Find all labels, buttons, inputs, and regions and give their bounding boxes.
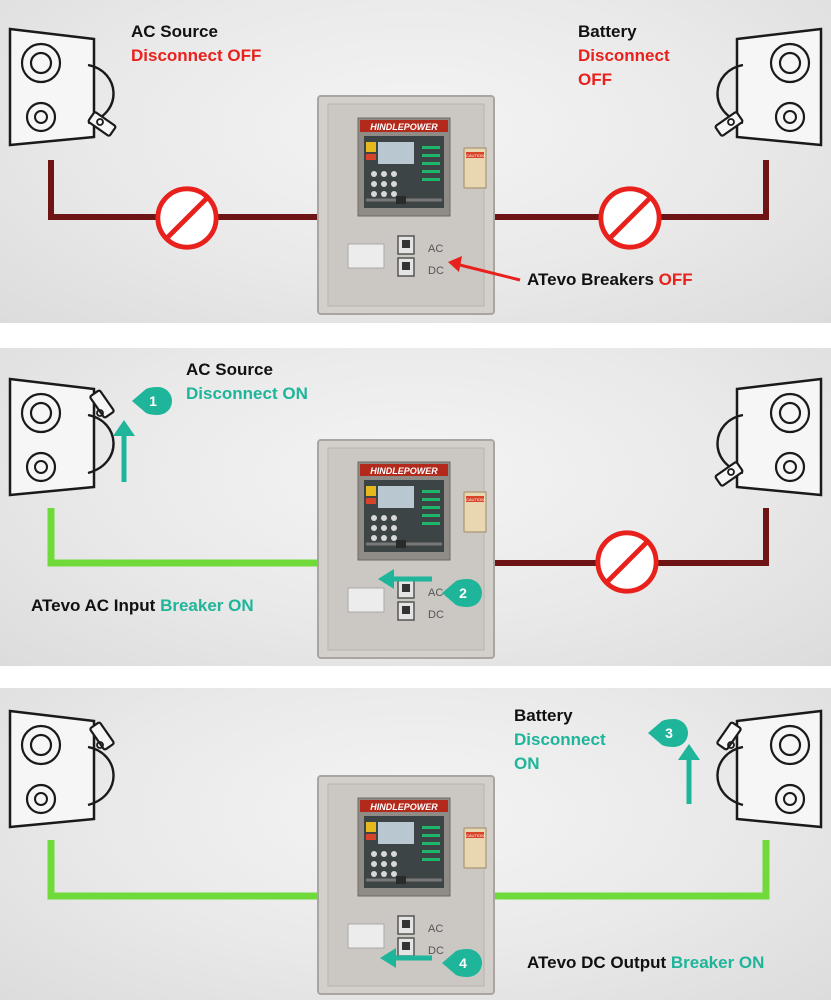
dc-breaker-label: DC [428,265,444,277]
dc-breaker-label: DC [428,609,444,621]
dc-output-breaker-label: ATevo DC Output Breaker ON [527,953,765,972]
ac-disconnect-switch-icon [8,27,118,147]
ac-live-wire [47,840,320,900]
ac-breaker-label: AC [428,587,443,599]
breakers-pointer-arrow [459,263,521,282]
cabinet-brand: HINDLEPOWER [370,122,438,132]
ac-prohibit-icon [158,189,216,247]
cabinet-brand: HINDLEPOWER [370,466,438,476]
battery-dead-wire [490,160,769,220]
breakers-pointer-arrowhead [448,256,462,272]
dc-breaker-label: DC [428,945,444,957]
breakers-off-label: ATevo Breakers OFF [527,270,693,289]
ac-breaker-label: AC [428,243,443,255]
caution-tag: CAUTION [466,153,484,158]
step-marker-4: 4 [440,948,484,978]
ac-switch-up-arrowhead [113,420,135,436]
battery-label: Battery Disconnect OFF [578,22,670,89]
ac-disconnect-switch-icon [8,709,116,829]
step3-diagram: HINDLEPOWER CAUTION AC DC [8,709,823,995]
ac-input-breaker-label: ATevo AC Input Breaker ON [31,596,254,615]
dc-breaker-arrowhead [380,948,396,968]
battery-prohibit-icon [601,189,659,247]
ac-breaker-label: AC [428,923,443,935]
ac-dead-wire [48,160,320,220]
step-marker-1: 1 [130,386,174,416]
step2-diagram: HINDLEPOWER CAUTION AC DC [8,377,823,659]
step1-panel: HINDLEPOWER CAUTION AC DC [0,0,831,323]
caution-tag: CAUTION [466,497,484,502]
battery-label: Battery Disconnect ON [514,706,606,773]
ac-live-wire [47,508,320,567]
cabinet-brand: HINDLEPOWER [370,802,438,812]
step-marker-3: 3 [646,718,690,748]
ac-source-label: AC Source Disconnect ON [186,360,308,403]
step3-panel: HINDLEPOWER CAUTION AC DC [0,688,831,1000]
step1-diagram: HINDLEPOWER CAUTION AC DC [8,27,823,315]
battery-dead-wire [490,508,769,566]
atevo-cabinet: HINDLEPOWER CAUTION AC DC [317,95,495,315]
caution-tag: CAUTION [466,833,484,838]
step2-panel: HINDLEPOWER CAUTION AC DC [0,348,831,666]
battery-prohibit-icon [598,533,656,591]
ac-breaker-arrowhead [378,569,394,589]
ac-source-label: AC Source Disconnect OFF [131,22,262,65]
battery-live-wire [490,840,770,900]
battery-disconnect-switch-icon [715,709,823,829]
atevo-cabinet: HINDLEPOWER CAUTION AC DC [317,775,495,995]
step-marker-2: 2 [440,578,484,608]
battery-disconnect-switch-icon [713,377,823,497]
battery-switch-up-arrowhead [678,744,700,760]
atevo-cabinet: HINDLEPOWER CAUTION AC DC [317,439,495,659]
ac-disconnect-switch-icon [8,377,116,497]
battery-disconnect-switch-icon [713,27,823,147]
